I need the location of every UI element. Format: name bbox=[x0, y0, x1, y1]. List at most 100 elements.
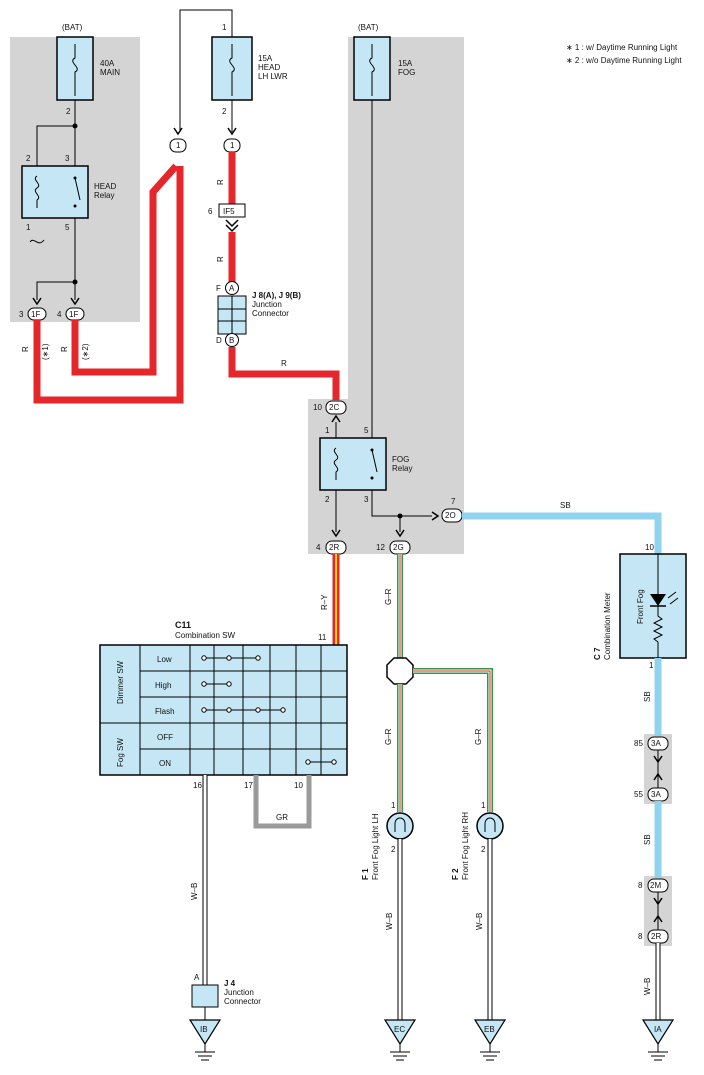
junction-j4-line1: Junction bbox=[224, 988, 254, 997]
ground-eb bbox=[473, 1019, 507, 1061]
head-relay-pin2: 2 bbox=[26, 154, 31, 163]
head-relay bbox=[21, 165, 89, 219]
fog-light-lh-name: Front Fog Light LH bbox=[371, 813, 380, 880]
connector-2g-label: 2G bbox=[393, 543, 404, 552]
connector-2r-b-pin: 8 bbox=[638, 932, 643, 941]
splice-octagon bbox=[386, 657, 414, 685]
arrow bbox=[227, 127, 237, 136]
connector-2c-pin: 10 bbox=[313, 403, 322, 412]
ground-ec bbox=[383, 1019, 417, 1061]
switch-connections bbox=[201, 655, 337, 765]
combo-sw-pin17: 17 bbox=[244, 781, 253, 790]
wire-label-sb3: SB bbox=[643, 834, 652, 845]
row-low: Low bbox=[157, 655, 172, 664]
fog-relay-pin5: 5 bbox=[364, 426, 369, 435]
connector-3a-bottom-pin: 55 bbox=[634, 790, 643, 799]
fog-relay bbox=[319, 437, 387, 491]
connector-1f-a-label: 1F bbox=[31, 310, 40, 319]
main-fuse-name: MAIN bbox=[100, 68, 120, 77]
relay-contact bbox=[370, 448, 374, 452]
connector-a bbox=[225, 281, 239, 295]
arrow bbox=[225, 219, 239, 228]
wire bbox=[36, 281, 75, 300]
head-relay-pin3: 3 bbox=[65, 154, 70, 163]
main-fuse-power: (BAT) bbox=[62, 23, 83, 32]
wire-red bbox=[71, 163, 179, 376]
led-ray bbox=[669, 597, 679, 605]
led-icon bbox=[650, 594, 666, 606]
note-2: ∗ 2 : w/o Daytime Running Light bbox=[566, 56, 682, 65]
wire bbox=[36, 125, 75, 166]
meter-label: Front Fog bbox=[636, 589, 645, 624]
connector-2m-pin: 8 bbox=[638, 881, 643, 890]
connector-b-label: B bbox=[229, 336, 234, 345]
bulb-filament bbox=[394, 817, 406, 832]
head-relay-pin1: 1 bbox=[26, 223, 31, 232]
relay-contact bbox=[73, 204, 77, 208]
head-fuse-symbol bbox=[229, 44, 235, 96]
wire-label-sb2: SB bbox=[643, 691, 652, 702]
connector-1f-a-pin: 3 bbox=[19, 310, 24, 319]
connector-2r-b-label: 2R bbox=[651, 932, 661, 941]
connector-3a-bottom-label: 3A bbox=[651, 790, 661, 799]
row-off: OFF bbox=[157, 733, 173, 742]
arrow bbox=[70, 297, 80, 306]
relay-switch bbox=[74, 177, 81, 201]
relay-contact bbox=[370, 476, 374, 480]
led-ray bbox=[667, 591, 677, 599]
wire-label-r4: R bbox=[216, 256, 225, 262]
junction-j8-line1: Junction bbox=[252, 300, 282, 309]
ground-ib-label: IB bbox=[200, 1025, 208, 1034]
junction-j8-title: J 8(A), J 9(B) bbox=[252, 291, 301, 300]
relay-coil bbox=[34, 175, 40, 208]
head-fuse-pin1: 1 bbox=[222, 23, 227, 32]
fog-light-lh-pin2: 2 bbox=[391, 845, 396, 854]
main-fuse-symbol bbox=[72, 44, 78, 96]
fog-light-rh-code: F 2 bbox=[451, 868, 460, 880]
arrow bbox=[173, 127, 183, 136]
fog-light-rh-pin1: 1 bbox=[481, 801, 486, 810]
connector-1-left-label: 1 bbox=[176, 141, 181, 150]
fog-relay-pin1: 1 bbox=[325, 426, 330, 435]
wire-label-gr-gray: GR bbox=[276, 813, 288, 822]
connector-a-pin: F bbox=[216, 284, 221, 293]
wire-gray bbox=[253, 775, 312, 829]
ground-ia-label: IA bbox=[654, 1025, 662, 1034]
note-1: ∗ 1 : w/ Daytime Running Light bbox=[566, 43, 678, 52]
connector-2r-label: 2R bbox=[329, 543, 339, 552]
fog-relay-pin3: 3 bbox=[364, 495, 369, 504]
head-relay-pin5: 5 bbox=[65, 223, 70, 232]
fog-relay-name: FOG bbox=[392, 455, 409, 464]
combo-sw-pin10: 10 bbox=[294, 781, 303, 790]
fog-light-lh bbox=[386, 812, 414, 840]
connector-if5-pin: 6 bbox=[208, 207, 213, 216]
fog-fuse-power: (BAT) bbox=[358, 23, 379, 32]
wire-label-r3: R bbox=[216, 179, 225, 185]
wire-label-gr1: G–R bbox=[384, 588, 393, 605]
junction-j4 bbox=[191, 984, 219, 1008]
connector-2g-pin: 12 bbox=[376, 543, 385, 552]
meter-pin10: 10 bbox=[645, 543, 654, 552]
fog-light-rh-name: Front Fog Light RH bbox=[461, 812, 470, 880]
meter-name: Combination Meter bbox=[603, 592, 612, 660]
wire-label-r5: R bbox=[281, 359, 287, 368]
head-relay-name: HEAD bbox=[94, 182, 116, 191]
head-fuse-pin2: 2 bbox=[222, 107, 227, 116]
connector-2r-pin: 4 bbox=[316, 543, 321, 552]
wire bbox=[179, 9, 233, 132]
relay-contact bbox=[73, 176, 77, 180]
arrow bbox=[32, 297, 42, 306]
wire-label-gr2: G–R bbox=[384, 728, 393, 745]
fog-fuse-amp: 15A bbox=[398, 59, 413, 68]
row-on: ON bbox=[159, 759, 171, 768]
wire-blue bbox=[462, 512, 662, 554]
wire-label-r1: R bbox=[21, 346, 30, 352]
wire-label-note2: (∗2) bbox=[81, 343, 90, 360]
connector-3a-top-label: 3A bbox=[651, 739, 661, 748]
wire-label-wb4: W–B bbox=[643, 978, 652, 995]
combo-sw-pin16: 16 bbox=[193, 781, 202, 790]
wire bbox=[371, 490, 432, 517]
ground-ec-label: EC bbox=[394, 1025, 405, 1034]
connector-2c bbox=[325, 400, 347, 415]
connector-2o-pin: 7 bbox=[451, 497, 456, 506]
